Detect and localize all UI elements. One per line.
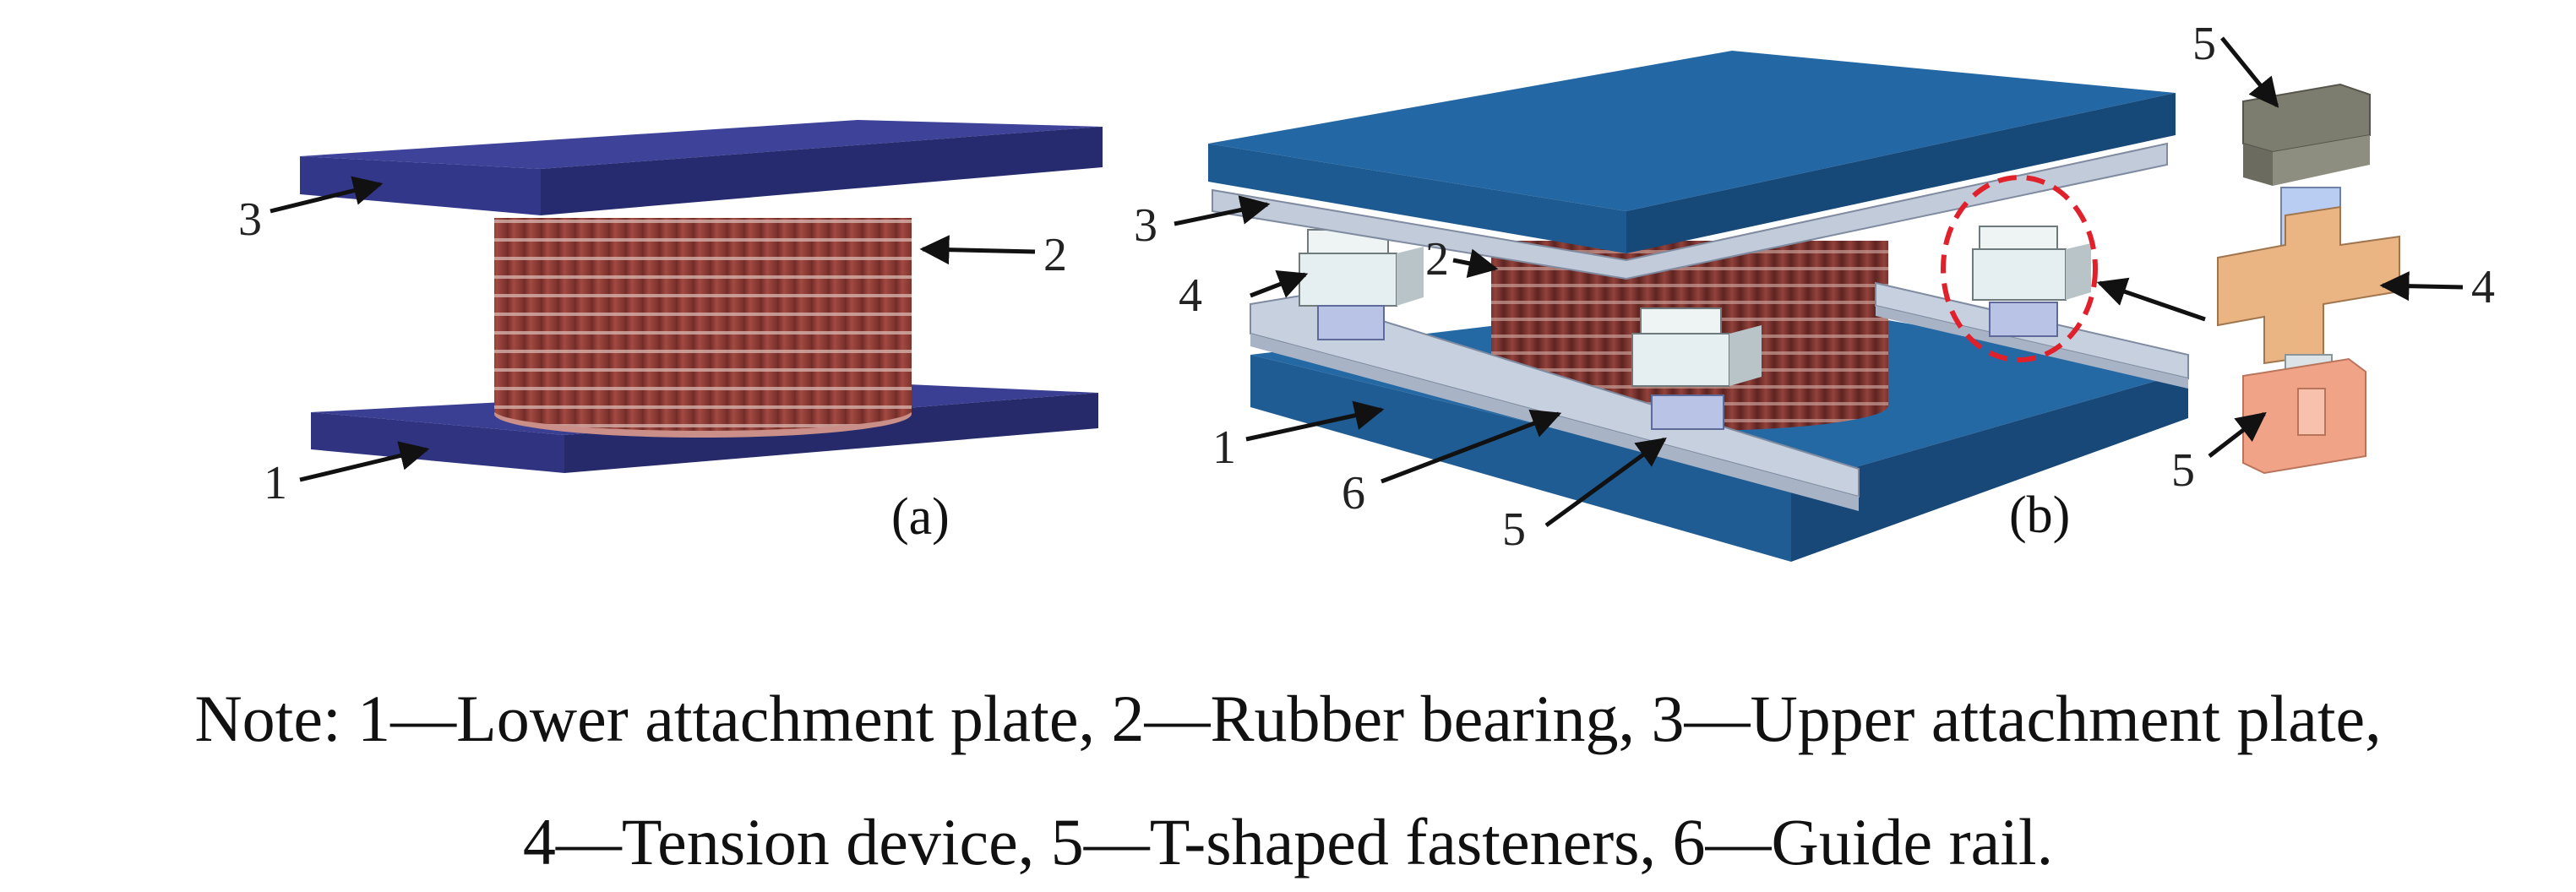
highlight-circle xyxy=(1941,175,2098,362)
arrow-a-3 xyxy=(270,176,384,214)
arrow-a-2 xyxy=(919,235,1036,265)
subfigure-a-label: (a) xyxy=(891,488,950,546)
label-a-1: 1 xyxy=(264,457,287,509)
tension-device-front xyxy=(1631,307,1762,430)
lower-plate-b-side xyxy=(1791,372,2188,562)
upper-plate-b-front xyxy=(1208,144,1626,253)
arrow-d-4 xyxy=(2379,271,2464,302)
label-d-5-top: 5 xyxy=(2192,18,2216,70)
label-d-4: 4 xyxy=(2471,261,2495,313)
lower-plate-a-front xyxy=(311,412,564,473)
label-b-3: 3 xyxy=(1134,199,1157,252)
label-a-2: 2 xyxy=(1043,229,1067,281)
subfigure-a-model xyxy=(300,120,1103,473)
arrow-d-5-bottom xyxy=(2208,411,2267,458)
upper-plate-a-front xyxy=(300,156,541,215)
caption-line-1: Note: 1—Lower attachment plate, 2—Rubber… xyxy=(194,682,2382,755)
label-b-4: 4 xyxy=(1179,269,1202,322)
arrow-b-5 xyxy=(1544,437,1667,528)
upper-rail-b xyxy=(1212,142,2168,280)
label-b-6: 6 xyxy=(1342,467,1365,519)
upper-plate-b-side xyxy=(1626,93,2176,253)
lower-plate-b-front xyxy=(1250,355,1791,562)
upper-plate-b-top xyxy=(1208,51,2176,211)
upper-plate-a-side xyxy=(541,127,1103,215)
arrow-circle-to-detail xyxy=(2096,277,2206,322)
label-b-1: 1 xyxy=(1212,422,1236,474)
subfigure-b-label: (b) xyxy=(2009,487,2070,544)
rubber-bearing-a xyxy=(494,218,912,438)
detail-tension-fastener xyxy=(2217,83,2400,475)
tension-device-left xyxy=(1299,229,1424,340)
arrow-d-5-top xyxy=(2220,36,2279,108)
arrow-b-4 xyxy=(1250,269,1309,298)
tension-device-right xyxy=(1972,226,2091,337)
caption-line-2: 4—Tension device, 5—T-shaped fasteners, … xyxy=(522,805,2054,878)
arrow-b-1 xyxy=(1245,400,1385,442)
subfigure-b-model xyxy=(1208,51,2189,562)
arrow-b-3 xyxy=(1174,195,1271,226)
arrow-b-2 xyxy=(1452,248,1499,278)
arrow-a-1 xyxy=(299,441,430,482)
label-a-3: 3 xyxy=(238,193,262,246)
upper-plate-a-top xyxy=(300,120,1103,169)
label-b-5: 5 xyxy=(1502,503,1526,556)
arrow-b-6 xyxy=(1381,409,1562,484)
label-b-2: 2 xyxy=(1425,233,1449,286)
label-d-5-bottom: 5 xyxy=(2171,444,2195,497)
lower-plate-a-side xyxy=(564,393,1098,473)
